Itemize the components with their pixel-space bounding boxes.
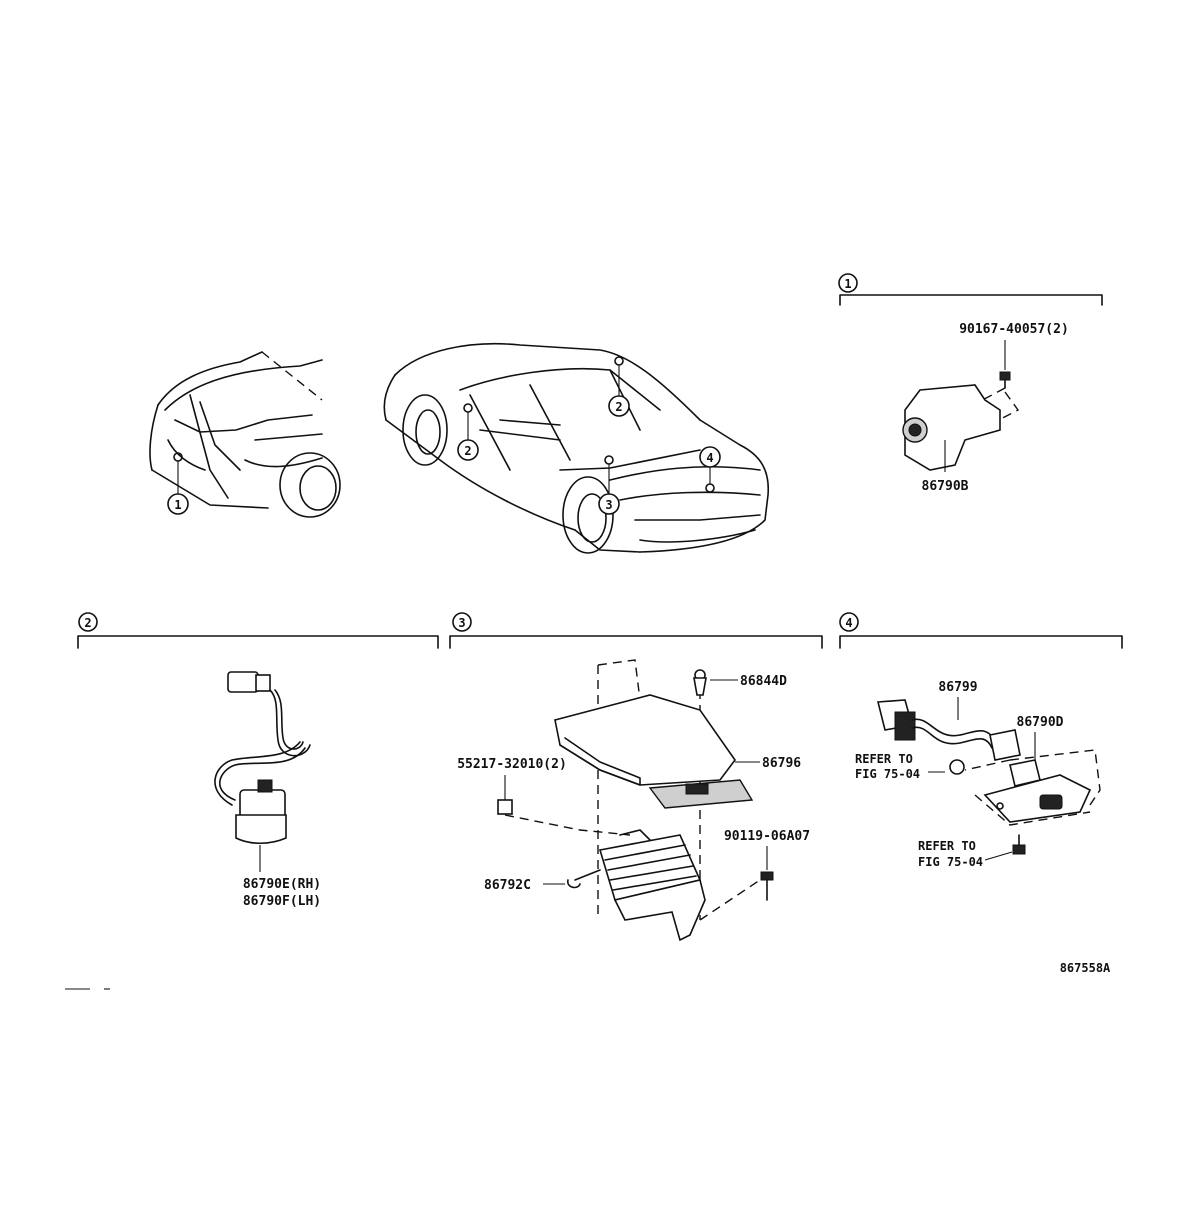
refer-2-line-1: REFER TO — [918, 839, 976, 853]
section-2: 2 86790E(RH) 86790F(LH) — [77, 612, 439, 909]
side-callout-top: 2 — [615, 400, 622, 414]
cover-part-number: 86796 — [762, 756, 801, 771]
front-car-view: 1 — [149, 351, 341, 518]
harness-part-number: 86799 — [938, 680, 977, 695]
nut-part-number: 55217-32010(2) — [457, 757, 567, 772]
refer-1-line-1: REFER TO — [855, 752, 913, 766]
clip-part-number: 86844D — [740, 674, 787, 689]
camera-rh-part-number: 86790E(RH) — [243, 877, 321, 892]
refer-2-line-2: FIG 75-04 — [918, 855, 983, 869]
trunk-camera-part-number: 86790D — [1017, 715, 1064, 730]
rear-callout-trunk: 4 — [706, 451, 713, 465]
section-2-number: 2 — [84, 616, 91, 630]
section-3: 3 86844D 86796 55217-32010(2) 90119-06A0… — [449, 612, 823, 942]
camera-part-number: 86790B — [922, 479, 969, 494]
side-callout-left: 2 — [464, 444, 471, 458]
camera-lh-part-number: 86790F(LH) — [243, 894, 321, 909]
front-callout: 1 — [174, 498, 181, 512]
rear-callout-side: 3 — [605, 498, 612, 512]
bolt-part-number: 90167-40057(2) — [959, 322, 1069, 337]
section-3-number: 3 — [458, 616, 465, 630]
figure-id: 867558A — [1060, 961, 1111, 975]
ecu-part-number: 86792C — [484, 878, 531, 893]
section-1-number: 1 — [844, 277, 851, 291]
section-1: 1 90167-40057(2) 86790B — [838, 273, 1103, 494]
refer-1-line-2: FIG 75-04 — [855, 767, 920, 781]
section-4-number: 4 — [845, 616, 852, 630]
screw-part-number: 90119-06A07 — [724, 829, 810, 844]
rear-car-view: 2 2 3 4 — [383, 342, 770, 554]
section-4: 4 86799 86790D REFER TO FIG 75-04 REFER … — [839, 612, 1123, 869]
